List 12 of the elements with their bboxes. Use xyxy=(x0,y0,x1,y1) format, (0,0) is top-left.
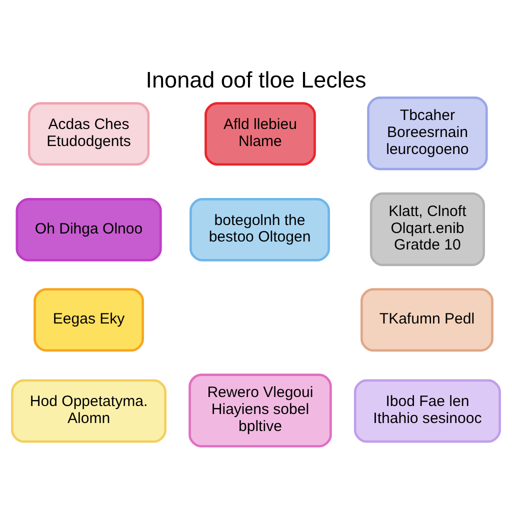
node-box: botegolnh the bestoo Oltogen xyxy=(190,198,330,262)
node-box: Klatt, Clnoft Olqart.enib Gratde 10 xyxy=(370,192,485,266)
node-box: Afld llebieu Nlame xyxy=(204,102,316,166)
node-box: Eegas Eky xyxy=(34,288,144,352)
node-box: Hod Oppetatyma. Alomn xyxy=(11,379,167,443)
node-box: Tbcaher Boreesrnain leurcogoeno xyxy=(367,96,488,170)
node-box: Ibod Fae len Ithahio sesinooc xyxy=(354,379,501,443)
node-box: TKafumn Pedl xyxy=(360,288,494,352)
node-box: Rewero Vlegoui Hiayiens sobel bpltive xyxy=(188,374,332,448)
diagram-title: Inonad oof tloe Lecles xyxy=(146,68,366,93)
node-box: Oh Dihga Olnoo xyxy=(16,198,162,262)
node-box: Acdas Ches Etudodgents xyxy=(28,102,150,166)
